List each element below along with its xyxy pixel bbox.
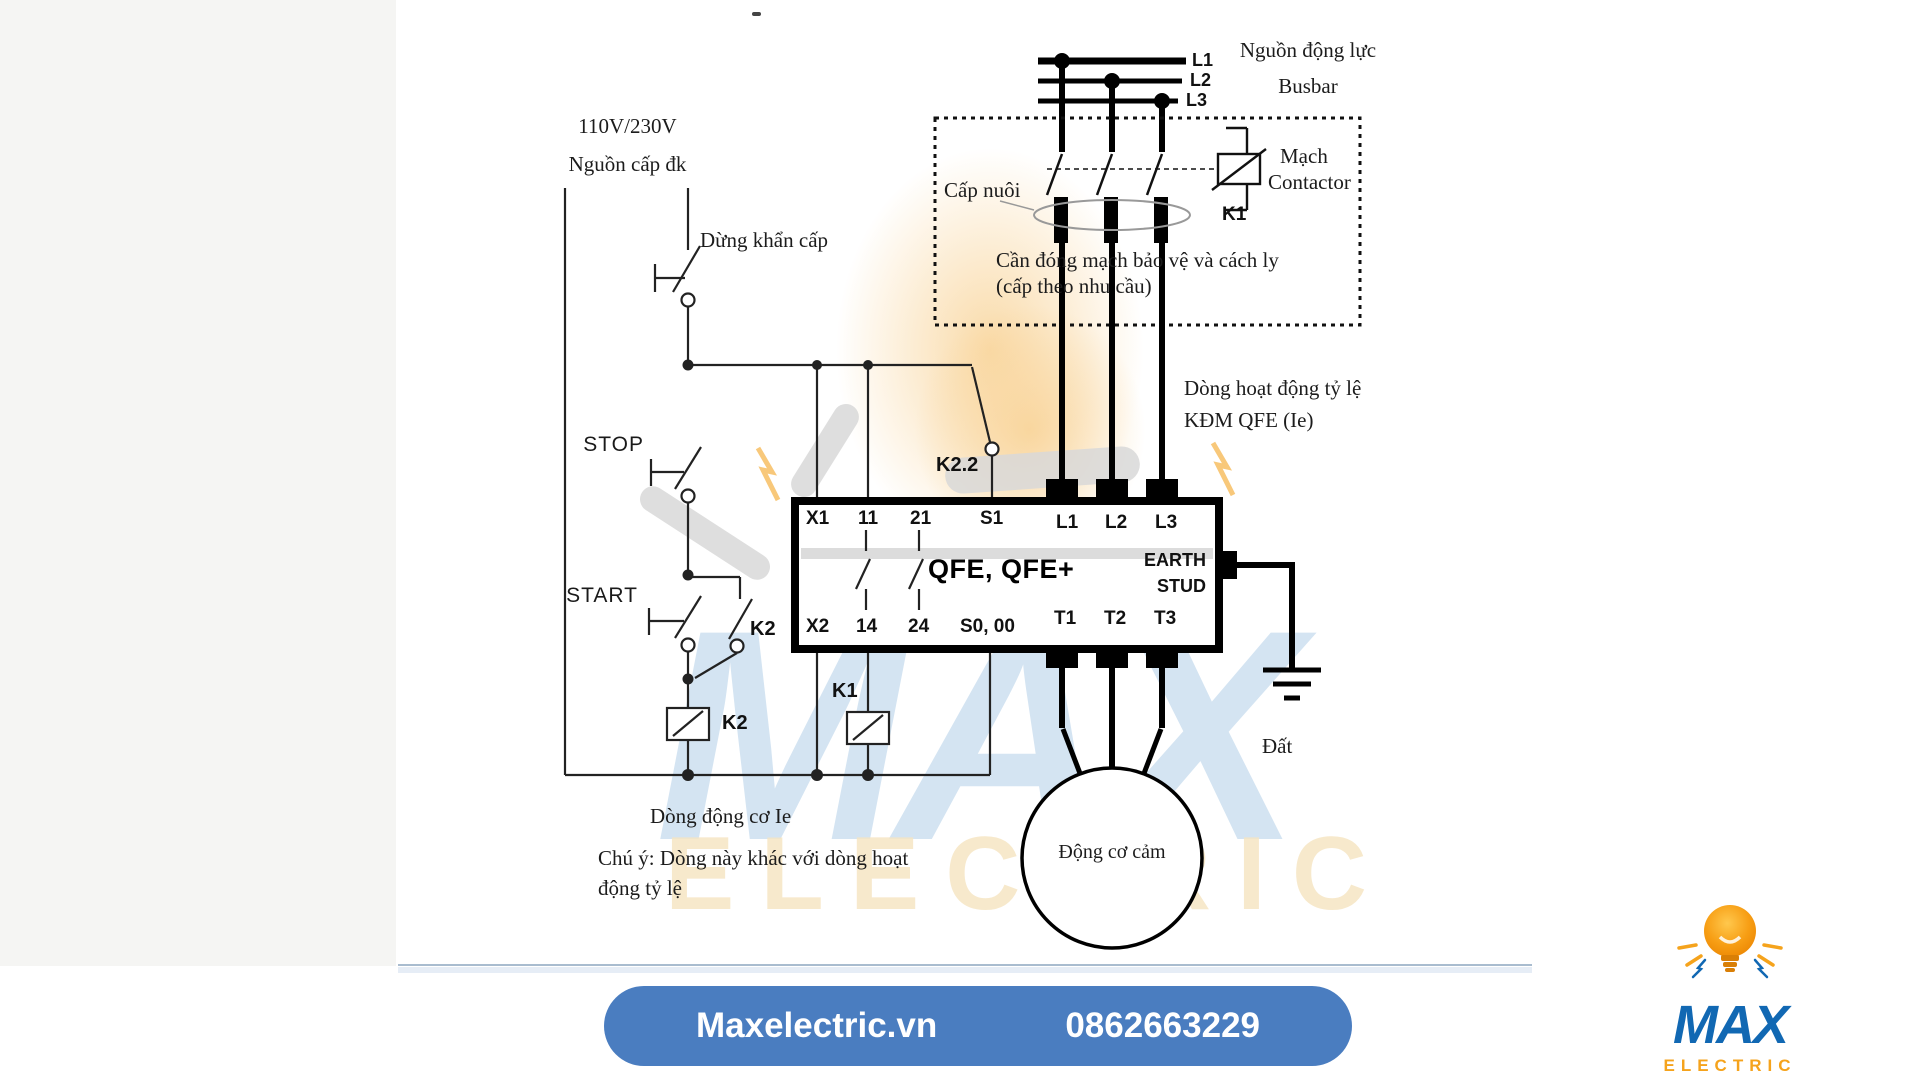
watermark-electric: ELECTRIC (665, 822, 1393, 926)
caution-note-1: Chú ý: Dòng này khác với dòng hoạt (598, 846, 909, 870)
supply-voltage-label: 110V/230V (578, 114, 677, 138)
lightning-accents (755, 441, 1236, 502)
lightbulb-icon (1677, 905, 1783, 979)
qfe-top-terminal-l1: L1 (1056, 512, 1079, 533)
qfe-top-terminal-x1: X1 (806, 508, 830, 529)
k2-contact-label: K2 (750, 618, 776, 640)
k2-coil-label: K2 (722, 712, 748, 734)
earth-stud-label-1: EARTH (1144, 550, 1206, 570)
contactor-ref-label: K1 (1222, 204, 1247, 225)
website-text: Maxelectric.vn (696, 1006, 938, 1045)
qfe-bottom-terminal-s0: S0, 00 (960, 616, 1015, 637)
contactor-label-1: Mạch (1280, 144, 1328, 168)
qfe-bottom-terminal-24: 24 (908, 616, 930, 637)
qfe-bottom-terminal-t1: T1 (1054, 608, 1077, 629)
junction-dots (682, 359, 874, 781)
busbar-phase-2: L2 (1190, 70, 1212, 90)
qfe-name: QFE, QFE+ (928, 554, 1075, 584)
left-page-margin (0, 0, 396, 966)
isolation-box (933, 116, 1362, 480)
cable-label: Cấp nuôi (944, 178, 1021, 202)
contact-banner: Maxelectric.vn 0862663229 (604, 986, 1352, 1066)
max-electric-logo: MAX ELECTRIC (1645, 893, 1815, 1076)
qfe-box (791, 479, 1237, 668)
supply-label: Nguồn cấp đk (568, 152, 687, 176)
isolation-note-1: Cần đóng mạch bảo vệ và cách ly (996, 248, 1279, 272)
busbar-title-1: Nguồn động lực (1239, 38, 1377, 62)
emergency-stop-label: Dừng khẩn cấp (700, 228, 829, 252)
earth-label: Đất (1262, 734, 1293, 758)
rated-current-note-2: KĐM QFE (Ie) (1184, 408, 1314, 432)
stop-label: STOP (583, 433, 644, 456)
qfe-bottom-terminal-14: 14 (856, 616, 878, 637)
busbar (1038, 53, 1186, 152)
qfe-top-terminal-l2: L2 (1105, 512, 1128, 533)
frame-divider-line (398, 964, 1532, 966)
earth-connection (1235, 562, 1321, 701)
control-circuit (563, 188, 1000, 781)
busbar-phase-1: L1 (1192, 50, 1214, 70)
qfe-top-terminal-11: 11 (858, 508, 879, 529)
busbar-title-2: Busbar (1278, 74, 1338, 98)
qfe-bottom-terminal-x2: X2 (806, 616, 830, 637)
logo-subtitle: ELECTRIC (1663, 1056, 1797, 1075)
frame-divider-band (398, 967, 1532, 973)
busbar-phase-3: L3 (1186, 90, 1208, 110)
qfe-top-terminal-s1: S1 (980, 508, 1004, 529)
earth-stud-label-2: STUD (1157, 576, 1206, 596)
contactor-label-2: Contactor (1268, 170, 1351, 194)
motor (1020, 666, 1204, 950)
top-dash-mark (752, 12, 761, 16)
start-label: START (566, 584, 638, 607)
rated-current-note-1: Dòng hoạt động tỷ lệ (1184, 376, 1362, 400)
logo-name: MAX (1673, 995, 1789, 1055)
earth-stud-tab (1219, 551, 1237, 579)
motor-current-note: Dòng động cơ Ie (650, 804, 792, 828)
phone-text: 0862663229 (1065, 1006, 1260, 1045)
contactor-symbol (1211, 126, 1267, 212)
k1-coil-label: K1 (832, 680, 858, 702)
motor-label: Động cơ cảm (1058, 841, 1166, 863)
qfe-bottom-terminal-t3: T3 (1154, 608, 1177, 629)
qfe-internal-contacts (855, 530, 924, 610)
qfe-top-terminal-l3: L3 (1155, 512, 1178, 533)
qfe-top-terminal-21: 21 (910, 508, 932, 529)
isolation-note-2: (cấp theo nhu cầu) (996, 274, 1152, 298)
caution-note-2: động tỷ lệ (598, 876, 682, 900)
qfe-bottom-terminal-t2: T2 (1104, 608, 1127, 629)
k22-contact-label: K2.2 (936, 454, 979, 476)
